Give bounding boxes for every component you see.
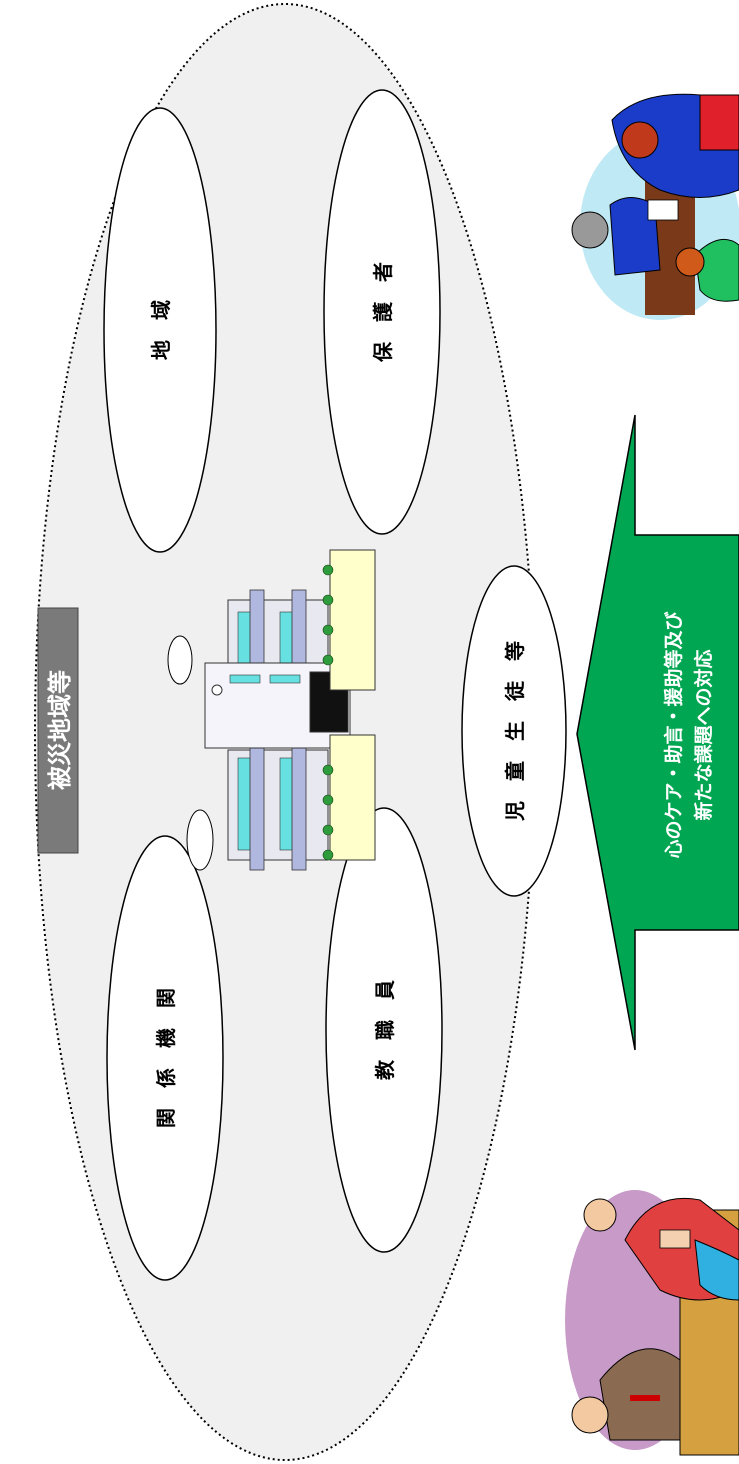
support-arrow: 心のケア・助言・援助等及び 新たな課題への対応 [576, 414, 739, 1051]
region-label-box: 被災地域等 [37, 607, 79, 854]
staff-ellipse: 教 職 員 [325, 807, 443, 1253]
related-agencies-ellipse: 関 係 機 関 [106, 835, 224, 1281]
related-agencies-label: 関 係 機 関 [154, 988, 178, 1128]
support-arrow-line2: 新たな課題への対応 [692, 649, 715, 820]
students-label: 児 童 生 徒 等 [503, 641, 527, 822]
guardians-label: 保 護 者 [371, 262, 395, 363]
counseling-meeting-clipart [571, 93, 739, 320]
staff-label: 教 職 員 [373, 980, 397, 1080]
region-label: 被災地域等 [46, 670, 74, 790]
consultation-desk-clipart [565, 1190, 739, 1456]
cloud-icon [167, 635, 214, 871]
support-arrow-line1: 心のケア・助言・援助等及び [662, 611, 685, 858]
guardians-ellipse: 保 護 者 [323, 89, 441, 535]
community-ellipse: 地 域 [103, 107, 217, 553]
community-label: 地 域 [149, 300, 173, 360]
students-ellipse: 児 童 生 徒 等 [461, 565, 567, 897]
school-building-illustration [167, 549, 376, 871]
